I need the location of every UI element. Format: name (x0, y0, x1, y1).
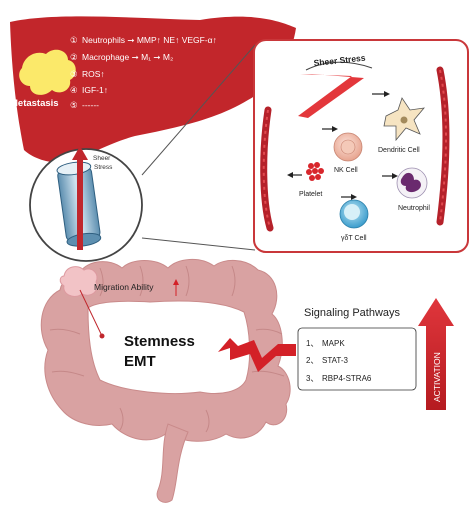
pathway-2-number: 2、 (306, 356, 318, 365)
emt-label: EMT (124, 353, 156, 370)
vessel-shear-label-line2: Stress (94, 164, 113, 171)
colon-shape (40, 259, 291, 442)
factor-2-text: Macrophage ➞ M₁ ➞ M₂ (82, 52, 173, 62)
activation-arrow: ACTIVATION (418, 298, 454, 410)
neutrophil-icon (396, 167, 428, 199)
immune-panel: Sheer Stress Dendritic Cell NK (253, 39, 469, 253)
vessel-wall-left (260, 106, 274, 232)
pathway-1-number: 1、 (306, 339, 318, 348)
shear-stress-ribbon-arc (305, 61, 373, 71)
signaling-pathways: Signaling Pathways 1、 MAPK 2、 STAT-3 3、 … (297, 307, 417, 391)
activation-arrow-shape (418, 298, 454, 410)
factor-1-text: Neutrophils ➞ MMP↑ NE↑ VEGF-α↑ (82, 35, 217, 45)
pathway-1-name: MAPK (322, 339, 345, 348)
pathway-3-number: 3、 (306, 374, 318, 383)
tumor-pointer-line (79, 289, 103, 337)
platelet-label: Platelet (299, 191, 322, 198)
neutrophil-label: Neutrophil (398, 205, 430, 212)
factor-1-number: ① (70, 35, 78, 45)
factor-5-number: ⑤ (70, 100, 78, 110)
signaling-title: Signaling Pathways (304, 307, 401, 319)
zoom-line-top (141, 44, 256, 176)
vessel-shear-label-line1: Sheer (93, 155, 111, 162)
liver-shape (10, 16, 296, 163)
colon-rectum (156, 423, 189, 503)
vessel-wall-right (436, 66, 450, 226)
nk-cell-icon (333, 132, 363, 162)
dendritic-cell-label: Dendritic Cell (378, 147, 420, 154)
vessel-magnifier: Sheer Stress (29, 44, 256, 262)
migration-up-arrow-icon (173, 279, 179, 296)
metastasis-label: Metastasis (10, 98, 59, 109)
migration-ability-label: Migration Ability (94, 282, 154, 292)
pathway-3-name: RBP4-STRA6 (322, 374, 372, 383)
tumor-pointer-dot (99, 333, 105, 339)
platelet-arrow-icon (287, 172, 302, 178)
factor-4-number: ④ (70, 85, 78, 95)
colon: Migration Ability Stemness EMT (40, 259, 291, 503)
activation-label: ACTIVATION (432, 352, 442, 402)
gamma-delta-t-cell-icon (339, 199, 369, 229)
factor-3-number: ③ (70, 69, 78, 79)
gamma-delta-t-cell-label: γδT Cell (341, 235, 367, 242)
factor-3-text: ROS↑ (82, 69, 105, 79)
liver-factor-list: ① Neutrophils ➞ MMP↑ NE↑ VEGF-α↑ ② Macro… (70, 35, 217, 110)
liver: Metastasis ① Neutrophils ➞ MMP↑ NE↑ VEGF… (10, 16, 296, 163)
gamma-delta-arrow-icon (341, 194, 357, 200)
colon-fold-lines (49, 265, 285, 433)
colon-tumor (59, 266, 98, 297)
neutrophil-arrow-icon (382, 173, 398, 179)
factor-4-text: IGF-1↑ (82, 85, 108, 95)
nk-cell-label: NK Cell (334, 167, 358, 174)
pathway-2-name: STAT-3 (322, 356, 348, 365)
dendritic-cell-icon (383, 97, 425, 142)
shear-stress-arrow-icon (72, 146, 88, 250)
zoom-line-bottom (141, 237, 256, 251)
stemness-label: Stemness (124, 333, 195, 350)
factor-2-number: ② (70, 52, 78, 62)
factor-5-text: ------ (82, 100, 99, 110)
zigzag-arrow-icon (218, 338, 296, 372)
platelet-icon (306, 162, 324, 181)
shear-stress-ribbon (298, 74, 364, 118)
tumor-blob (19, 49, 76, 95)
nk-arrow-icon (322, 126, 338, 132)
dendritic-arrow-icon (372, 91, 390, 97)
signaling-box (297, 327, 417, 391)
